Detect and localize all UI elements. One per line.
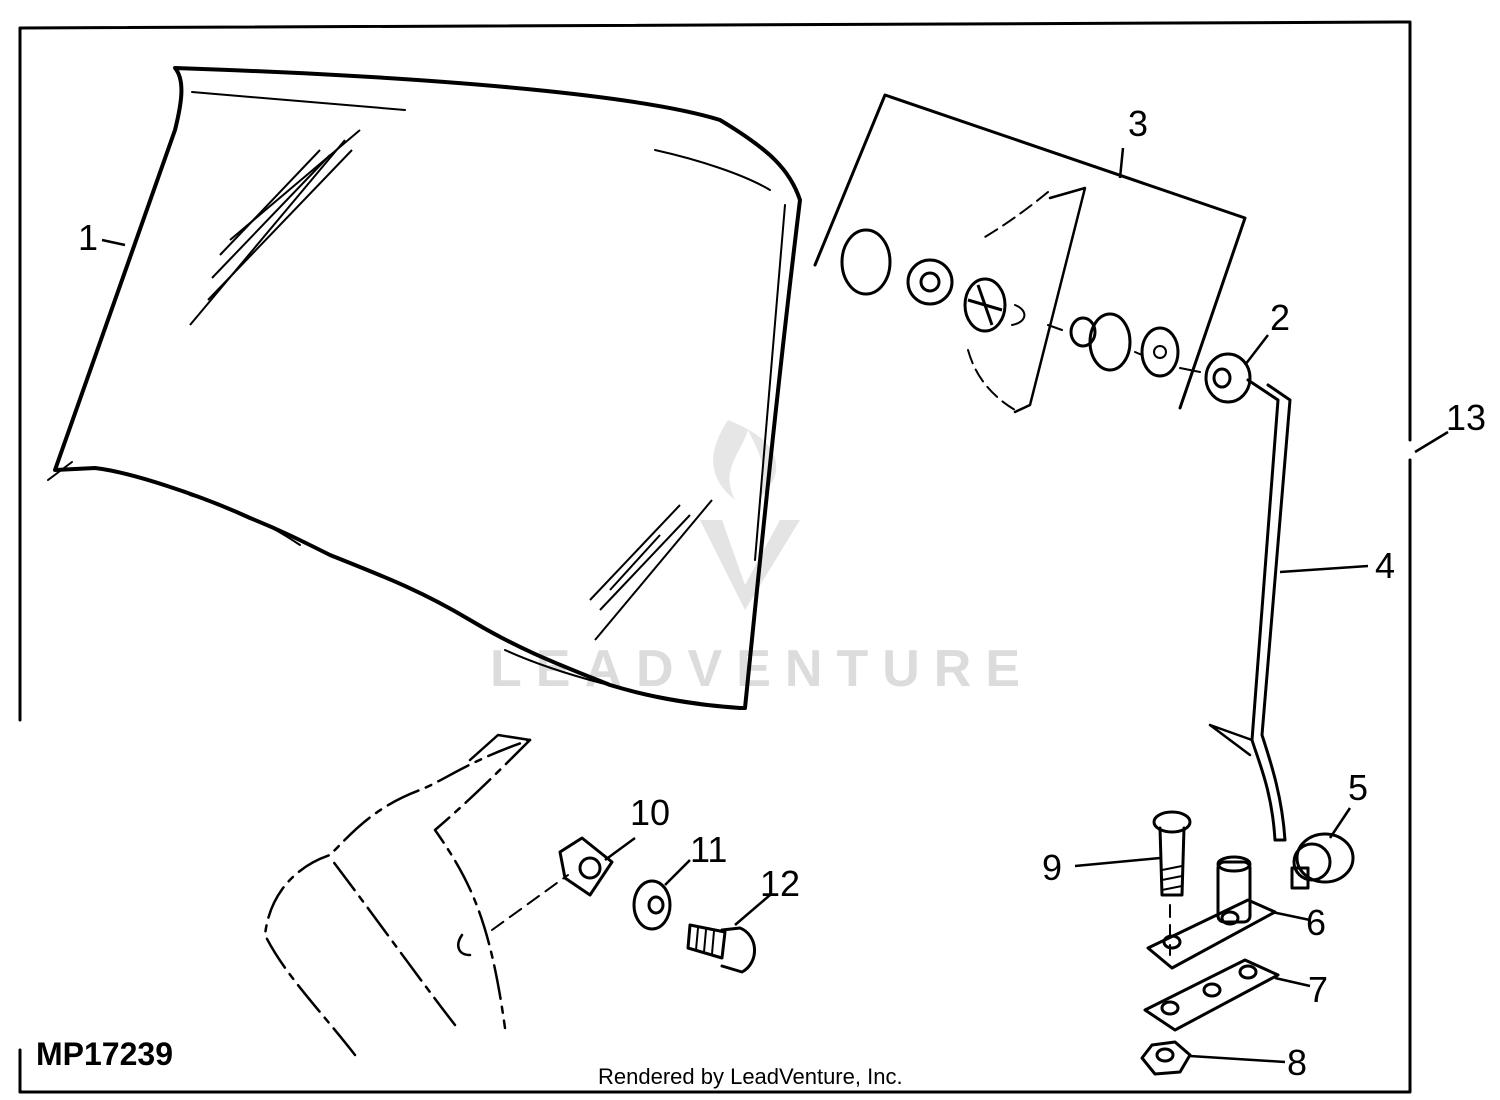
plate-6 — [1146, 855, 1277, 970]
callout-4: 4 — [1375, 545, 1395, 586]
callout-2: 2 — [1270, 297, 1290, 338]
star-washer — [963, 277, 1007, 333]
clip-nut-10 — [558, 836, 614, 897]
flat-washer — [1140, 326, 1180, 378]
callout-8: 8 — [1287, 1042, 1307, 1083]
callout-11: 11 — [690, 829, 727, 870]
render-credit: Rendered by LeadVenture, Inc. — [598, 1064, 903, 1089]
callout-9: 9 — [1042, 847, 1062, 888]
plate-7 — [1143, 958, 1280, 1032]
callout-6: 6 — [1306, 902, 1326, 943]
callout-5: 5 — [1348, 767, 1368, 808]
washer-11 — [632, 879, 672, 931]
lower-panel — [263, 733, 569, 1057]
callout-12: 12 — [760, 863, 800, 904]
mount-panel — [1013, 186, 1087, 414]
border-frame — [18, 20, 1412, 1094]
glass-reflection-upper — [189, 129, 361, 326]
mount-hardware-assembly — [840, 186, 1252, 414]
callout-10: 10 — [630, 792, 670, 833]
callout-7: 7 — [1308, 969, 1328, 1010]
windshield — [47, 66, 802, 710]
bolt-9 — [1152, 810, 1192, 956]
cap — [840, 228, 892, 296]
knob-5 — [1290, 832, 1355, 890]
support-rod — [1246, 378, 1292, 842]
leader-lines — [101, 147, 1449, 1064]
callout-1: 1 — [78, 217, 98, 258]
nut-upper — [906, 258, 954, 306]
callout-13: 13 — [1446, 397, 1486, 438]
glass-reflection-lower — [589, 499, 713, 641]
watermark-text: LEADVENTURE — [490, 640, 1034, 698]
bushing — [1069, 312, 1132, 372]
nut-8 — [1140, 1040, 1192, 1076]
watermark-logo — [700, 420, 800, 610]
nut-2 — [1204, 352, 1252, 404]
bracket-3 — [813, 93, 1247, 410]
callout-3: 3 — [1128, 103, 1148, 144]
figure-id: MP17239 — [36, 1036, 173, 1072]
bolt-12 — [686, 923, 756, 974]
